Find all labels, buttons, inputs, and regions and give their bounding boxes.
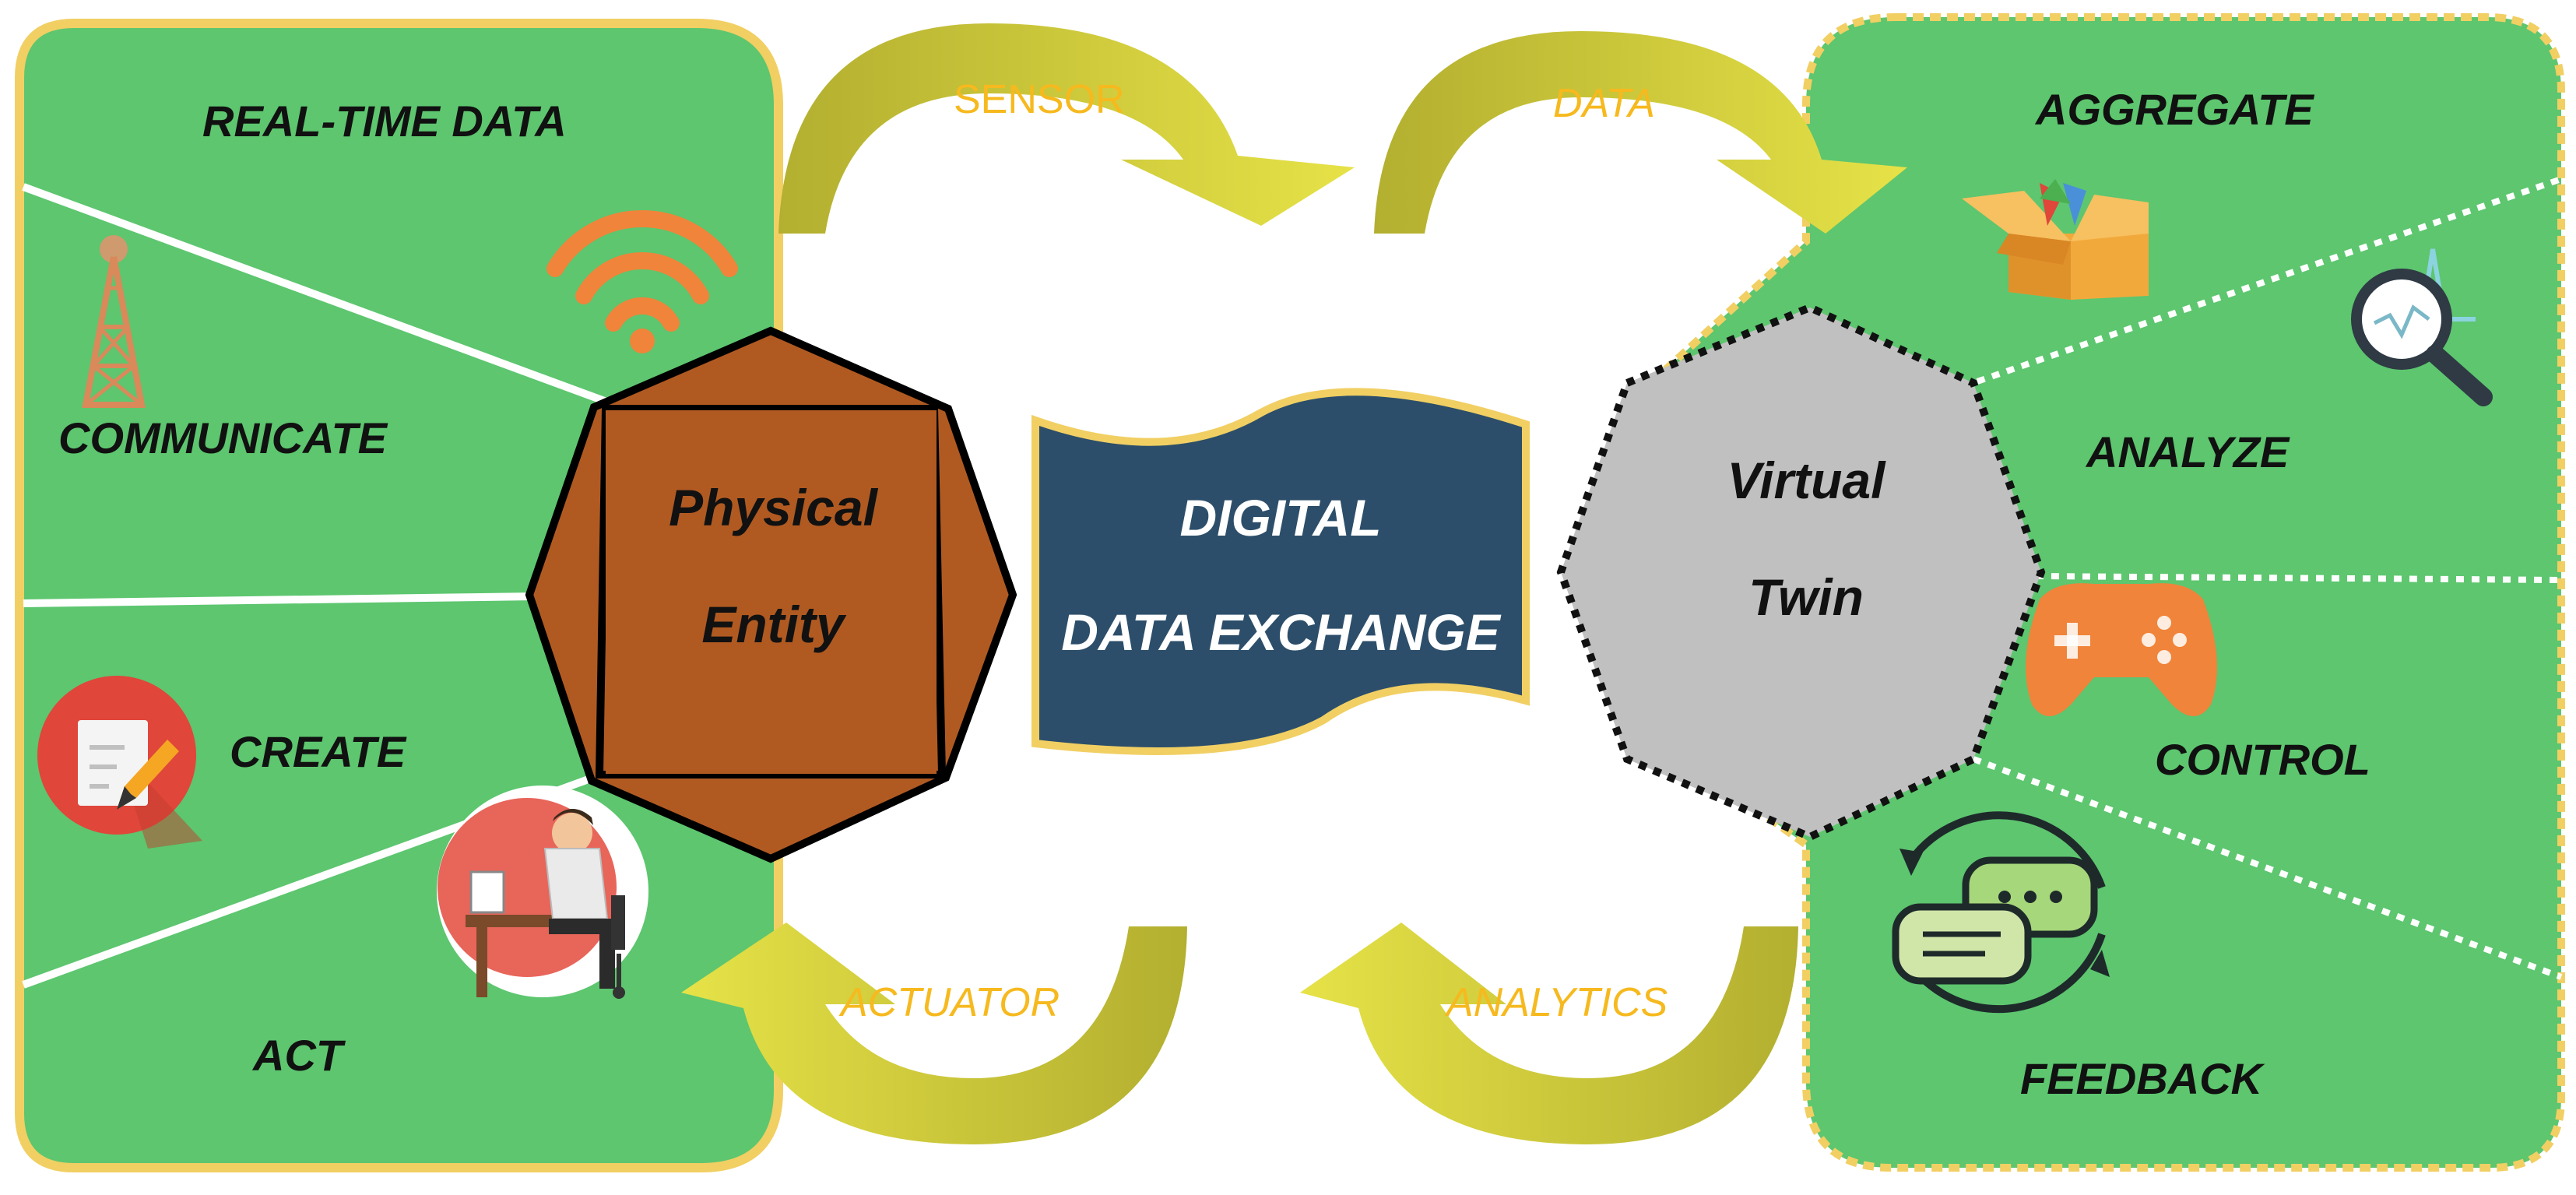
label-create: CREATE: [230, 727, 407, 776]
label-realtime-data: REAL-TIME DATA: [202, 97, 567, 146]
wifi-icon: [546, 210, 738, 353]
gamepad-icon: [2026, 583, 2217, 716]
right-panel: AGGREGATE ANALYZE CONTROL FEEDBACK: [1623, 13, 2565, 1172]
analytics-arrow: ANALYTICS: [1300, 923, 1798, 1144]
left-panel: REAL-TIME DATA COMMUNICATE CREATE ACT: [15, 19, 783, 1172]
physical-entity-line1: Physical: [669, 479, 878, 536]
digital-data-exchange-banner: DIGITAL DATA EXCHANGE: [1031, 388, 1530, 755]
label-sensor: SENSOR: [954, 77, 1125, 122]
label-analyze: ANALYZE: [2085, 427, 2290, 476]
label-act: ACT: [251, 1031, 346, 1080]
label-analytics: ANALYTICS: [1444, 980, 1668, 1025]
center-line1: DIGITAL: [1179, 489, 1381, 547]
person-at-desk-icon: [437, 786, 648, 999]
data-arrow: DATA: [1374, 31, 1907, 234]
physical-entity-line2: Entity: [701, 596, 847, 653]
sensor-arrow: SENSOR: [778, 23, 1355, 234]
label-data: DATA: [1553, 81, 1655, 126]
label-communicate: COMMUNICATE: [58, 413, 388, 462]
chat-cycle-icon: [1892, 811, 2110, 1014]
edit-document-icon: [37, 676, 202, 849]
physical-entity-shape: Physical Entity: [525, 326, 1017, 863]
left-divider: [23, 592, 592, 607]
label-feedback: FEEDBACK: [2020, 1054, 2265, 1103]
label-aggregate: AGGREGATE: [2034, 85, 2314, 134]
left-divider: [22, 183, 617, 409]
actuator-arrow: ACTUATOR: [681, 923, 1187, 1144]
right-divider: [1976, 176, 2563, 385]
virtual-twin-shape: Virtual Twin: [1556, 303, 2046, 842]
radio-tower-icon: [82, 235, 146, 408]
center-line2: DATA EXCHANGE: [1061, 603, 1501, 661]
label-control: CONTROL: [2155, 735, 2370, 784]
right-divider: [2035, 573, 2562, 583]
open-box-icon: [1962, 179, 2149, 300]
virtual-twin-line2: Twin: [1748, 568, 1864, 626]
right-divider: [1972, 756, 2563, 980]
label-actuator: ACTUATOR: [838, 980, 1060, 1025]
magnifier-chart-icon: [2351, 248, 2493, 406]
virtual-twin-line1: Virtual: [1727, 452, 1887, 509]
